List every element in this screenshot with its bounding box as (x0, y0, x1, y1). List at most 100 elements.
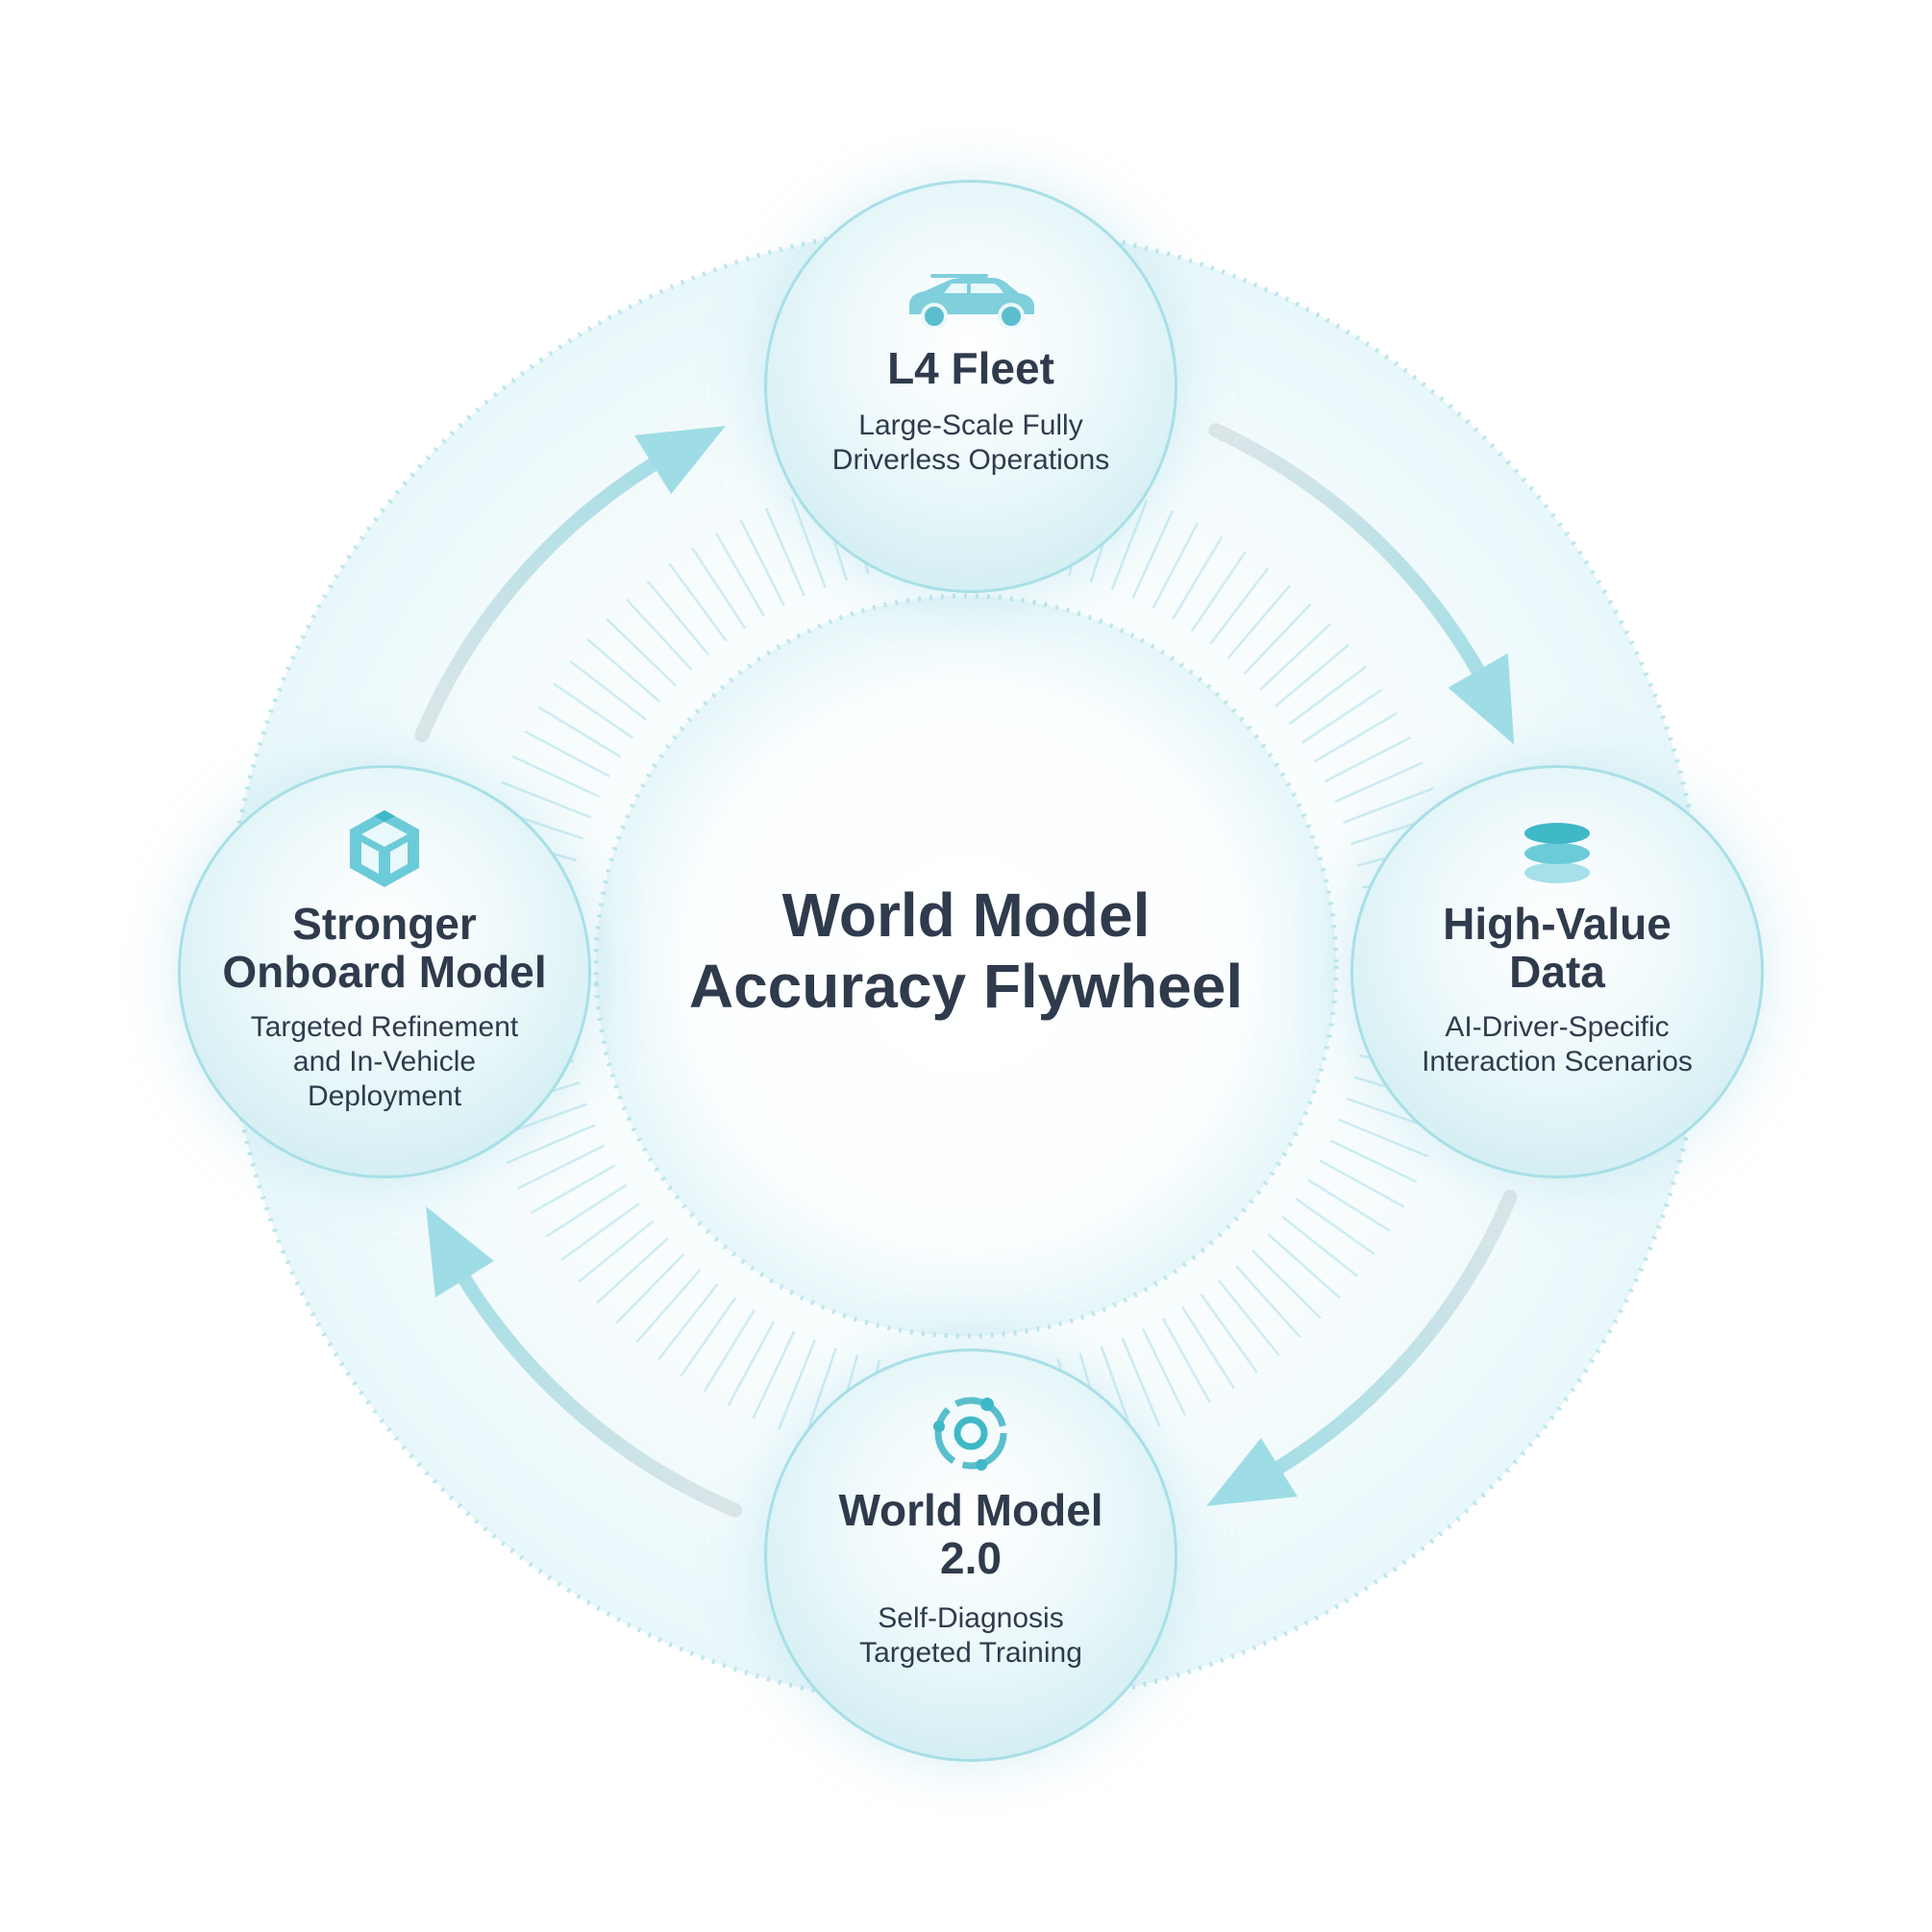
radial-tick (1267, 1232, 1341, 1300)
radial-tick (1121, 1337, 1161, 1427)
center-title-line-1: World Model (781, 880, 1151, 950)
radial-tick (1281, 1215, 1359, 1277)
radial-tick (531, 1164, 616, 1214)
radial-tick (560, 1201, 640, 1261)
radial-tick (1319, 1159, 1405, 1208)
node-subtitle-line: Self-Diagnosis (878, 1602, 1064, 1634)
node-subtitle-line: and In-Vehicle (292, 1046, 477, 1077)
radial-tick (1343, 787, 1434, 825)
radial-tick (1200, 1293, 1258, 1374)
node-title-line: Stronger (292, 899, 477, 949)
radial-tick (606, 617, 677, 687)
radial-tick (1338, 1118, 1429, 1158)
radial-tick (739, 519, 785, 607)
radial-tick (1180, 1305, 1235, 1389)
node-subtitle-line: Driverless Operations (831, 444, 1110, 476)
arrow-head (426, 1206, 494, 1298)
radial-tick (1274, 643, 1350, 707)
center-title-line-2: Accuracy Flywheel (688, 952, 1244, 1021)
radial-tick (1329, 1139, 1418, 1183)
radial-tick (586, 638, 661, 704)
radial-tick (727, 1320, 776, 1407)
radial-tick (1288, 665, 1368, 726)
radial-tick (1295, 1198, 1375, 1255)
center-title: World Model Accuracy Flywheel (678, 879, 1254, 1022)
database-icon (1521, 821, 1594, 889)
radial-tick (656, 1283, 719, 1361)
radial-tick (1218, 1279, 1280, 1357)
node-subtitle-line: Targeted Refinement (250, 1011, 519, 1043)
radial-tick (569, 659, 648, 721)
radial-tick (778, 1339, 816, 1430)
radial-tick (1171, 535, 1224, 620)
radial-tick (1307, 1178, 1391, 1232)
radial-tick (668, 562, 728, 642)
cycle-arrows (414, 423, 1518, 1518)
orbit-icon (928, 1390, 1014, 1481)
radial-tick (511, 755, 601, 798)
arrow-right-to-bottom (1254, 1189, 1518, 1486)
radial-tick (680, 1297, 737, 1377)
node-l4-fleet: L4 Fleet Large-Scale Fully Driverless Op… (764, 180, 1177, 593)
radial-tick (545, 1183, 628, 1238)
radial-tick (596, 1237, 669, 1304)
radial-tick (625, 598, 693, 671)
radial-tick (1251, 1250, 1322, 1320)
radial-tick (1190, 551, 1247, 632)
node-subtitle-line: AI-Driver-Specific (1445, 1011, 1670, 1043)
cube-icon (347, 808, 422, 894)
node-stronger-onboard-model: Stronger Onboard Model Targeted Refineme… (178, 765, 591, 1178)
node-title-line: World Model (838, 1485, 1103, 1535)
node-subtitle-line: Deployment (307, 1080, 462, 1112)
radial-tick (1208, 567, 1270, 646)
arrow-head (1448, 653, 1515, 745)
inner-ring (593, 593, 1339, 1339)
node-title-line: Data (1509, 947, 1605, 997)
node-title-line: L4 Fleet (887, 343, 1054, 393)
radial-tick (752, 1330, 796, 1420)
radial-tick (635, 1269, 702, 1344)
radial-tick (578, 1220, 655, 1283)
radial-tick (537, 706, 622, 758)
node-subtitle-line: Interaction Scenarios (1422, 1046, 1693, 1077)
radial-tick (524, 730, 610, 778)
node-title-line: 2.0 (940, 1533, 1002, 1583)
radial-tick (764, 507, 805, 597)
radial-tick (517, 1144, 606, 1190)
radial-tick (703, 1309, 755, 1393)
radial-tick (1152, 522, 1200, 609)
node-title-line: Onboard Model (222, 947, 547, 997)
node-subtitle-line: Large-Scale Fully (858, 409, 1083, 441)
radial-tick (1161, 1318, 1211, 1403)
radial-tick (1259, 623, 1331, 691)
radial-tick (501, 780, 591, 819)
arrow-head (1206, 1438, 1298, 1506)
arrow-top-to-right (1208, 423, 1496, 696)
arrow-left-to-top (414, 446, 678, 743)
radial-tick (790, 497, 827, 588)
radial-tick (691, 547, 747, 630)
radial-tick (1131, 509, 1174, 600)
radial-tick (1235, 1265, 1301, 1339)
arrow-head (634, 426, 726, 494)
radial-tick (553, 682, 634, 739)
radial-tick (1226, 584, 1291, 659)
radial-tick (714, 533, 766, 617)
car-icon (904, 274, 1038, 333)
radial-tick (1141, 1327, 1187, 1416)
radial-tick (615, 1253, 685, 1325)
node-world-model-2: World Model 2.0 Self-Diagnosis Targeted … (764, 1349, 1177, 1762)
radial-tick (646, 580, 710, 656)
radial-tick (1301, 688, 1383, 744)
radial-tick (1313, 711, 1399, 763)
node-subtitle-line: Targeted Training (859, 1637, 1082, 1669)
radial-tick (506, 1124, 596, 1164)
radial-tick (1110, 499, 1149, 590)
node-title-line: High-Value (1443, 899, 1672, 949)
radial-tick (1334, 761, 1424, 804)
arrow-bottom-to-left (446, 1254, 743, 1518)
radial-tick (1243, 603, 1312, 675)
node-high-value-data: High-Value Data AI-Driver-Specific Inter… (1350, 765, 1764, 1178)
